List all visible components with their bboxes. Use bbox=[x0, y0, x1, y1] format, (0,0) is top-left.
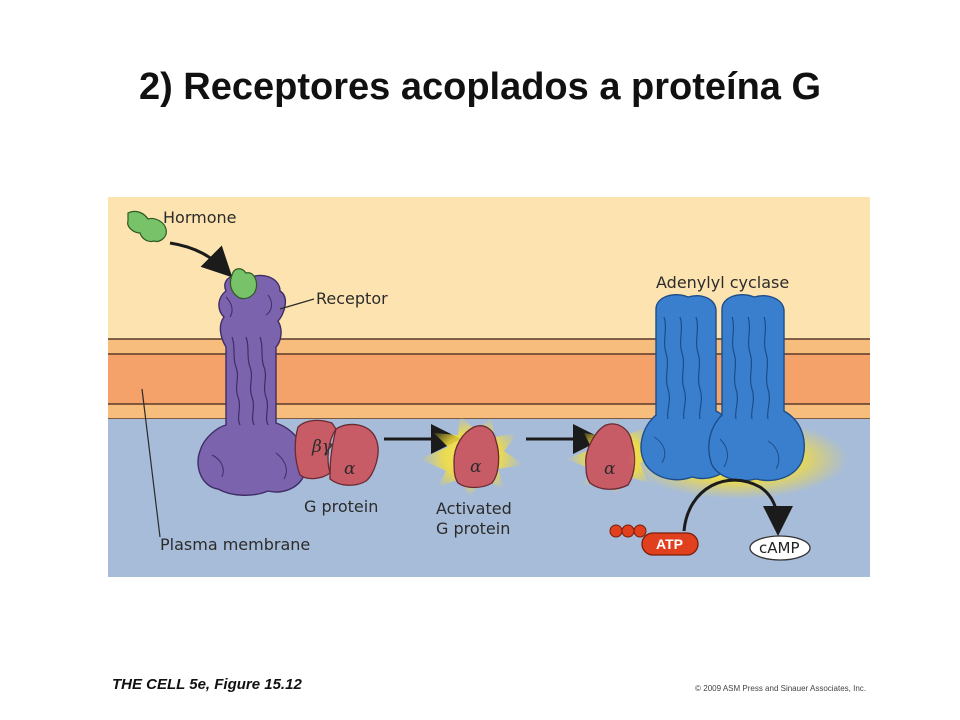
camp-label: cAMP bbox=[759, 539, 800, 557]
figure-caption: THE CELL 5e, Figure 15.12 bbox=[112, 676, 302, 693]
adenylyl-cyclase bbox=[640, 293, 805, 482]
phosphate-2 bbox=[621, 524, 635, 538]
activated-label-line2: G protein bbox=[436, 519, 511, 538]
adenylyl-cyclase-label: Adenylyl cyclase bbox=[656, 273, 790, 292]
beta-gamma-label: βγ bbox=[312, 437, 332, 457]
alpha-label-1: α bbox=[344, 459, 356, 479]
conversion-arrow bbox=[682, 478, 793, 536]
atp-label: ATP bbox=[656, 536, 683, 552]
atp-pill bbox=[641, 532, 699, 556]
receptor bbox=[197, 274, 307, 496]
activated-g-protein bbox=[420, 415, 524, 497]
g-protein bbox=[294, 419, 379, 486]
diagram-canvas bbox=[108, 197, 870, 577]
alpha-label-3: α bbox=[604, 459, 616, 479]
binding-arrow bbox=[169, 241, 233, 278]
hormone-free bbox=[127, 210, 167, 243]
receptor-label: Receptor bbox=[316, 289, 388, 308]
hormone-label: Hormone bbox=[163, 208, 237, 227]
g-protein-label: G protein bbox=[304, 497, 379, 516]
camp-oval bbox=[749, 535, 811, 561]
plasma-membrane-label: Plasma membrane bbox=[160, 535, 311, 554]
phosphate-1 bbox=[609, 524, 623, 538]
g-protein-coupled-receptor-diagram: Hormone Receptor Adenylyl cyclase βγ α α… bbox=[108, 197, 870, 577]
slide-title: 2) Receptores acoplados a proteína G bbox=[138, 66, 822, 108]
copyright-notice: © 2009 ASM Press and Sinauer Associates,… bbox=[695, 684, 866, 693]
hormone-bound bbox=[229, 268, 258, 300]
phosphate-3 bbox=[633, 524, 647, 538]
activated-label-line1: Activated bbox=[436, 499, 512, 518]
alpha-label-2: α bbox=[470, 457, 482, 477]
receptor-pointer bbox=[279, 298, 315, 310]
plasma-membrane-pointer bbox=[141, 388, 161, 538]
